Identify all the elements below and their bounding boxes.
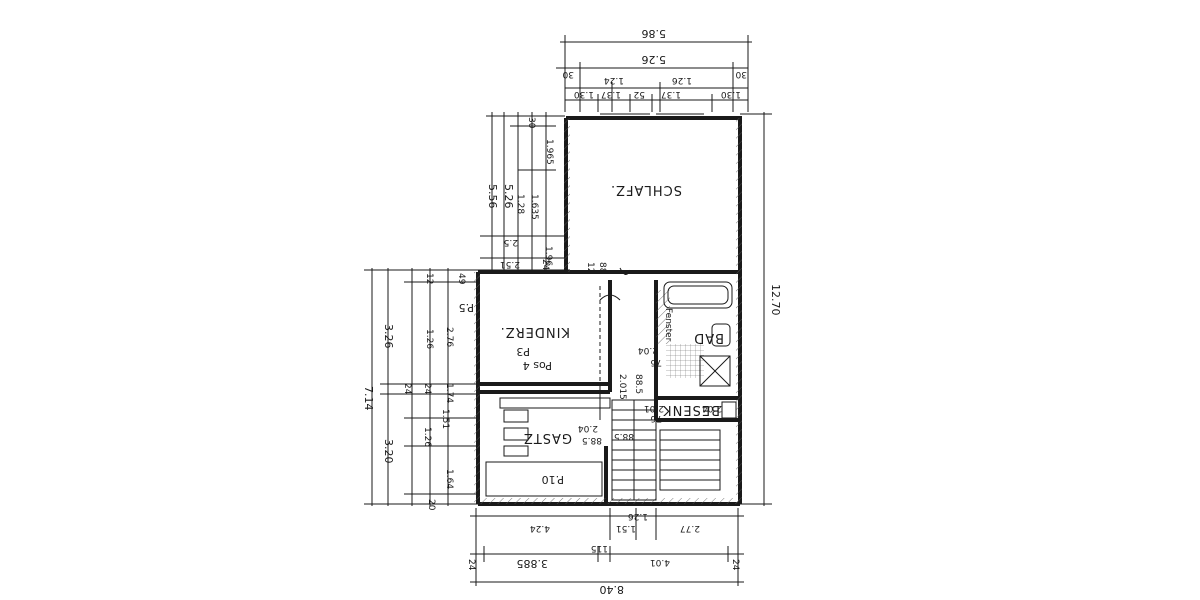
top-dimensions: 5.86 5.26 30 30 1.24 1.26 1.30 1.37 52 1… [556,27,752,112]
dim-right-total: 12.70 [769,284,782,316]
dim-c-201: 2.01 [644,403,664,413]
dim-ll-164: 1.64 [444,469,454,489]
dim-ll-24b: 24 [422,383,432,395]
room-schlafz: SCHLAFZ. [610,182,682,197]
dim-top-124: 1.24 [604,75,624,85]
dim-top-left30: 30 [562,69,574,79]
toilet [711,323,731,347]
dim-c-204c: 2.04 [702,403,722,413]
dim-c-885c: 88.5 [582,435,602,445]
dim-ul-196: 1.96 [543,246,553,266]
dim-top-137b: 1.37 [661,89,681,99]
dim-c-2015: 2.015 [617,374,627,400]
dim-ul-88: 88 [597,262,607,274]
dim-b-277: 2.77 [680,523,700,533]
dim-c-885b: 88.5 [614,431,634,441]
dim-ll-126b: 1.26 [422,427,432,447]
dim-ll-20: 20 [426,499,436,511]
dim-ll-12: 12 [424,273,434,284]
dim-c-885a: 88.5 [633,374,643,394]
lower-left-dimensions: 7.14 3.26 3.20 1.26 2.76 24 12 49 24 1.7… [362,268,480,511]
dim-ul-1965: 1.965 [544,139,554,165]
mark-p3: P3 [516,345,530,358]
room-gastz: GASTZ [523,430,572,445]
mark-pos4: Pos 4 [523,359,552,372]
room-kinderz: KINDERZ. [500,324,570,339]
room-besenk: BESENK [662,402,720,417]
dim-ul-30: 30 [526,117,536,129]
dim-top-130a: 1.30 [574,89,594,99]
dim-ul-24: 24 [540,259,550,271]
dim-ll-151: 1.51 [440,409,450,429]
shower [699,355,731,387]
room-bad: BAD [693,330,724,345]
staircase [611,399,721,501]
dim-ul-12: 12 [585,262,595,273]
dim-c-204a: 2.04 [638,345,658,355]
dim-b-24a: 24 [466,559,476,571]
dim-b-115: 115 [591,543,608,553]
dim-ul-25: 2.5 [504,237,518,247]
room-labels: SCHLAFZ. KINDERZ. Pos 4 P3 BAD Fenster B… [500,182,724,486]
dim-b-3885: 3.885 [517,557,549,570]
dim-b-840: 8.40 [600,583,625,596]
dim-ll-174: 1.74 [444,383,454,403]
dim-b-424: 4.24 [530,523,550,533]
dim-top-137a: 1.37 [601,89,621,99]
dim-top-126: 1.26 [672,75,692,85]
dim-ll-276: 2.76 [444,327,454,347]
dim-b-24b: 24 [730,559,740,571]
dim-top-total: 5.86 [642,27,667,40]
dim-ll-126a: 1.26 [424,329,434,349]
dim-b-126: 1.26 [628,511,648,521]
wall-hatching [474,118,742,504]
dim-top-inner: 5.26 [642,53,667,66]
bathtub [663,281,733,309]
dim-c-204b: 2.04 [578,423,598,433]
right-dimensions: 12.70 [740,112,782,506]
dim-b-151: 1.51 [616,523,636,533]
dim-ul-526: 5.26 [502,184,515,209]
fixtures [485,267,737,501]
dim-b-401: 4.01 [650,557,670,567]
dim-ll-49: 49 [456,273,466,285]
dim-ul-556: 5.56 [486,184,499,209]
dim-ll-24a: 24 [402,383,412,395]
dim-ll-320: 3.20 [382,439,395,464]
dim-ll-326: 3.26 [382,324,395,349]
mark-p5: P.5 [459,301,474,314]
dim-ul-251: 2.51 [500,259,520,269]
dim-ul-1635: 1.635 [529,194,539,220]
dim-c-76a: 76 [650,357,662,367]
dim-ll-714: 7.14 [362,386,375,411]
dim-top-52: 52 [634,89,645,99]
room-fenster: Fenster [663,308,673,342]
mark-p10: P.10 [542,473,564,486]
dim-c-76b: 76 [650,413,662,423]
upper-left-dimensions: 5.56 5.26 1.28 1.635 1.965 30 1.96 2.5 2… [472,112,607,274]
dim-top-130b: 1.30 [721,89,741,99]
guest-furniture [485,397,611,497]
dim-ul-128: 1.28 [515,194,525,214]
bottom-dimensions: 4.24 1.51 1.26 2.77 3.885 115 4.01 24 24… [466,508,744,596]
center-dimensions: 2.04 76 88.5 2.015 76 2.01 88.5 2.04 88.… [578,345,722,445]
dim-top-right30: 30 [735,69,747,79]
